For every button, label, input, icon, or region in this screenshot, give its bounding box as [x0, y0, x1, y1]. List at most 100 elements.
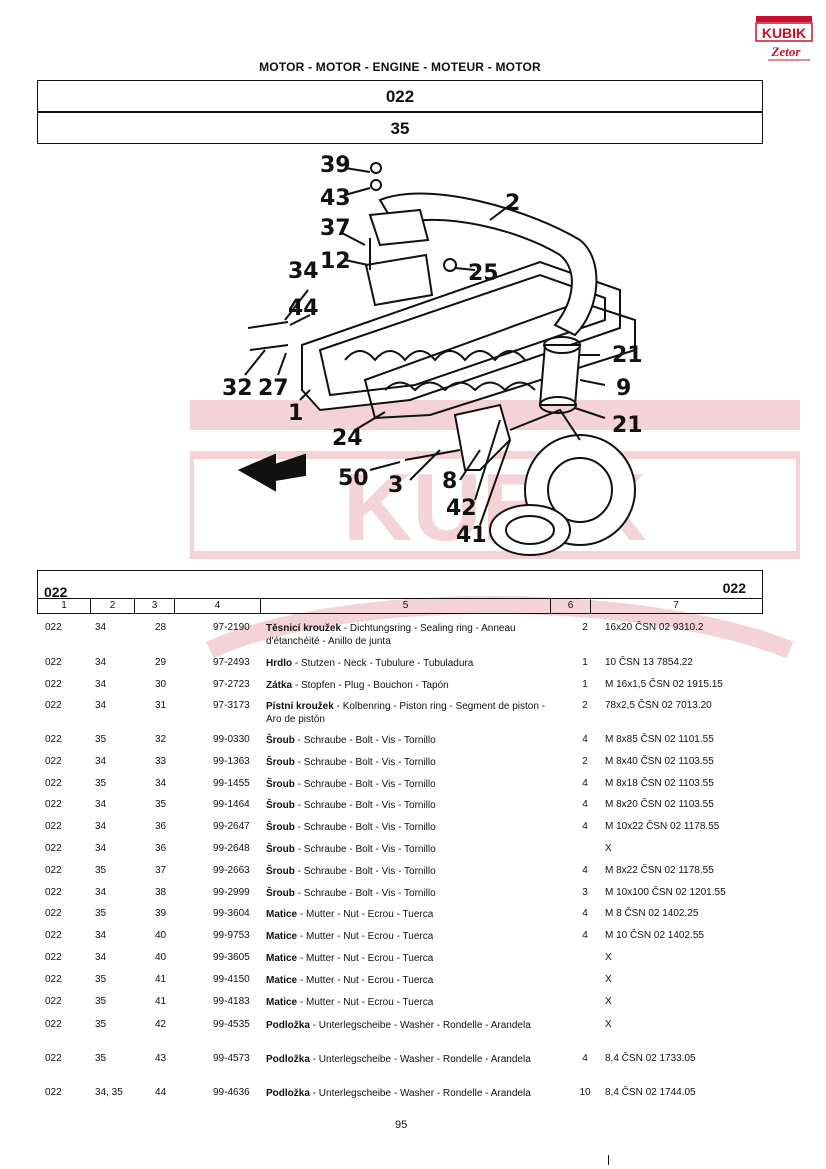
quantity-cell: 1: [582, 679, 588, 690]
callout-32: 32: [222, 376, 253, 401]
specification-cell: M 8x85 ČSN 02 1101.55: [605, 734, 714, 745]
part-number-cell: 99-1455: [213, 778, 250, 789]
specification-cell: X: [605, 843, 612, 854]
specification-cell: 78x2,5 ČSN 02 7013.20: [605, 700, 712, 711]
description-cell: Šroub - Schraube - Bolt - Vis - Tornillo: [266, 778, 556, 791]
part-number-cell: 99-4636: [213, 1087, 250, 1098]
callout-21-lower: 21: [612, 413, 643, 438]
specification-cell: 8,4 ČSN 02 1744.05: [605, 1087, 696, 1098]
part-number-cell: 99-4150: [213, 974, 250, 985]
description-cell: Matice - Mutter - Nut - Ecrou - Tuerca: [266, 952, 556, 965]
part-number-cell: 99-2999: [213, 887, 250, 898]
part-description: - Dichtungsring - Sealing ring - Anneau …: [266, 623, 516, 647]
group-cell: 022: [45, 778, 62, 789]
bracket: [453, 403, 512, 471]
callout-27: 27: [258, 376, 289, 401]
column-number: 1: [61, 600, 67, 611]
figure-cell: 34: [95, 843, 107, 854]
logo-zetor-text: Zetor: [771, 44, 802, 59]
quantity-cell: 2: [582, 756, 588, 767]
part-name: Matice: [266, 997, 298, 1008]
quantity-cell: 4: [582, 734, 588, 745]
quantity-cell: 4: [582, 1053, 588, 1064]
position-cell: 36: [155, 843, 167, 854]
position-cell: 33: [155, 756, 167, 767]
quantity-cell: 4: [582, 778, 588, 789]
figure-cell: 35: [95, 1053, 107, 1064]
position-cell: 31: [155, 700, 167, 711]
specification-cell: M 8x20 ČSN 02 1103.55: [605, 799, 714, 810]
part-description: - Unterlegscheibe - Washer - Rondelle - …: [309, 1088, 531, 1099]
group-cell: 022: [45, 974, 62, 985]
part-description: - Schraube - Bolt - Vis - Tornillo: [294, 844, 436, 855]
specification-cell: M 8x40 ČSN 02 1103.55: [605, 756, 714, 767]
specification-cell: M 8 ČSN 02 1402.25: [605, 908, 699, 919]
specification-cell: 8,4 ČSN 02 1733.05: [605, 1053, 696, 1064]
figure-cell: 34: [95, 679, 107, 690]
part-name: Matice: [266, 909, 298, 920]
exploded-view-diagram: 39 43 2 37 12 25 34 44 21 32 27 9 1 21 2…: [222, 153, 643, 556]
column-number: 4: [174, 599, 260, 613]
description-cell: Pístní kroužek - Kolbenring - Piston rin…: [266, 700, 556, 726]
group-code-right: 022: [722, 580, 746, 596]
part-name: Šroub: [266, 888, 295, 899]
figure-cell: 34: [95, 930, 107, 941]
callout-41: 41: [456, 523, 487, 548]
callout-12: 12: [320, 249, 351, 274]
part-description: - Schraube - Bolt - Vis - Tornillo: [294, 866, 436, 877]
specification-cell: X: [605, 952, 612, 963]
position-cell: 40: [155, 930, 167, 941]
part-description: - Schraube - Bolt - Vis - Tornillo: [294, 822, 436, 833]
figure-cell: 35: [95, 778, 107, 789]
parts-table-header: 022 022 1 2 3 4 5 6 7: [37, 570, 763, 614]
group-cell: 022: [45, 1053, 62, 1064]
kubik-zetor-logo: KUBIK Zetor: [755, 16, 813, 61]
page-number: 95: [395, 1119, 408, 1131]
part-name: Šroub: [266, 735, 295, 746]
description-cell: Zátka - Stopfen - Plug - Bouchon - Tapón: [266, 679, 556, 692]
position-cell: 36: [155, 821, 167, 832]
part-name: Šroub: [266, 822, 295, 833]
part-description: - Kolbenring - Piston ring - Segment de …: [266, 701, 546, 725]
margin-mark: [608, 1155, 609, 1165]
specification-cell: X: [605, 1019, 612, 1030]
connecting-hose: [538, 344, 582, 406]
callout-8: 8: [442, 469, 457, 494]
figure-cell: 34: [95, 657, 107, 668]
part-name: Matice: [266, 931, 298, 942]
part-number-cell: 99-1464: [213, 799, 250, 810]
part-name: Podložka: [266, 1088, 310, 1099]
group-cell: 022: [45, 865, 62, 876]
quantity-cell: 4: [582, 930, 588, 941]
position-cell: 37: [155, 865, 167, 876]
position-cell: 41: [155, 996, 167, 1007]
part-number-cell: 99-4573: [213, 1053, 250, 1064]
quantity-cell: 2: [582, 622, 588, 633]
group-cell: 022: [45, 679, 62, 690]
part-number-cell: 99-1363: [213, 756, 250, 767]
part-name: Šroub: [266, 757, 295, 768]
group-cell: 022: [45, 887, 62, 898]
callout-37: 37: [320, 216, 351, 241]
callout-39: 39: [320, 153, 351, 178]
top-flange: [368, 208, 430, 247]
part-name: Zátka: [266, 680, 293, 691]
callout-34: 34: [288, 259, 319, 284]
part-number-cell: 99-3605: [213, 952, 250, 963]
description-cell: Matice - Mutter - Nut - Ecrou - Tuerca: [266, 974, 556, 987]
description-cell: Matice - Mutter - Nut - Ecrou - Tuerca: [266, 908, 556, 921]
direction-arrow: [237, 453, 306, 492]
column-number: 7: [590, 599, 761, 613]
figure-cell: 34: [95, 887, 107, 898]
callout-2: 2: [505, 191, 520, 216]
specification-cell: X: [605, 974, 612, 985]
part-number-cell: 97-2493: [213, 657, 250, 668]
quantity-cell: 1: [582, 657, 588, 668]
part-name: Hrdlo: [266, 658, 293, 669]
quantity-cell: 4: [582, 908, 588, 919]
group-cell: 022: [45, 996, 62, 1007]
part-description: - Mutter - Nut - Ecrou - Tuerca: [297, 975, 434, 986]
quantity-cell: 10: [579, 1087, 591, 1098]
quantity-cell: 4: [582, 821, 588, 832]
specification-cell: M 10x22 ČSN 02 1178.55: [605, 821, 720, 832]
